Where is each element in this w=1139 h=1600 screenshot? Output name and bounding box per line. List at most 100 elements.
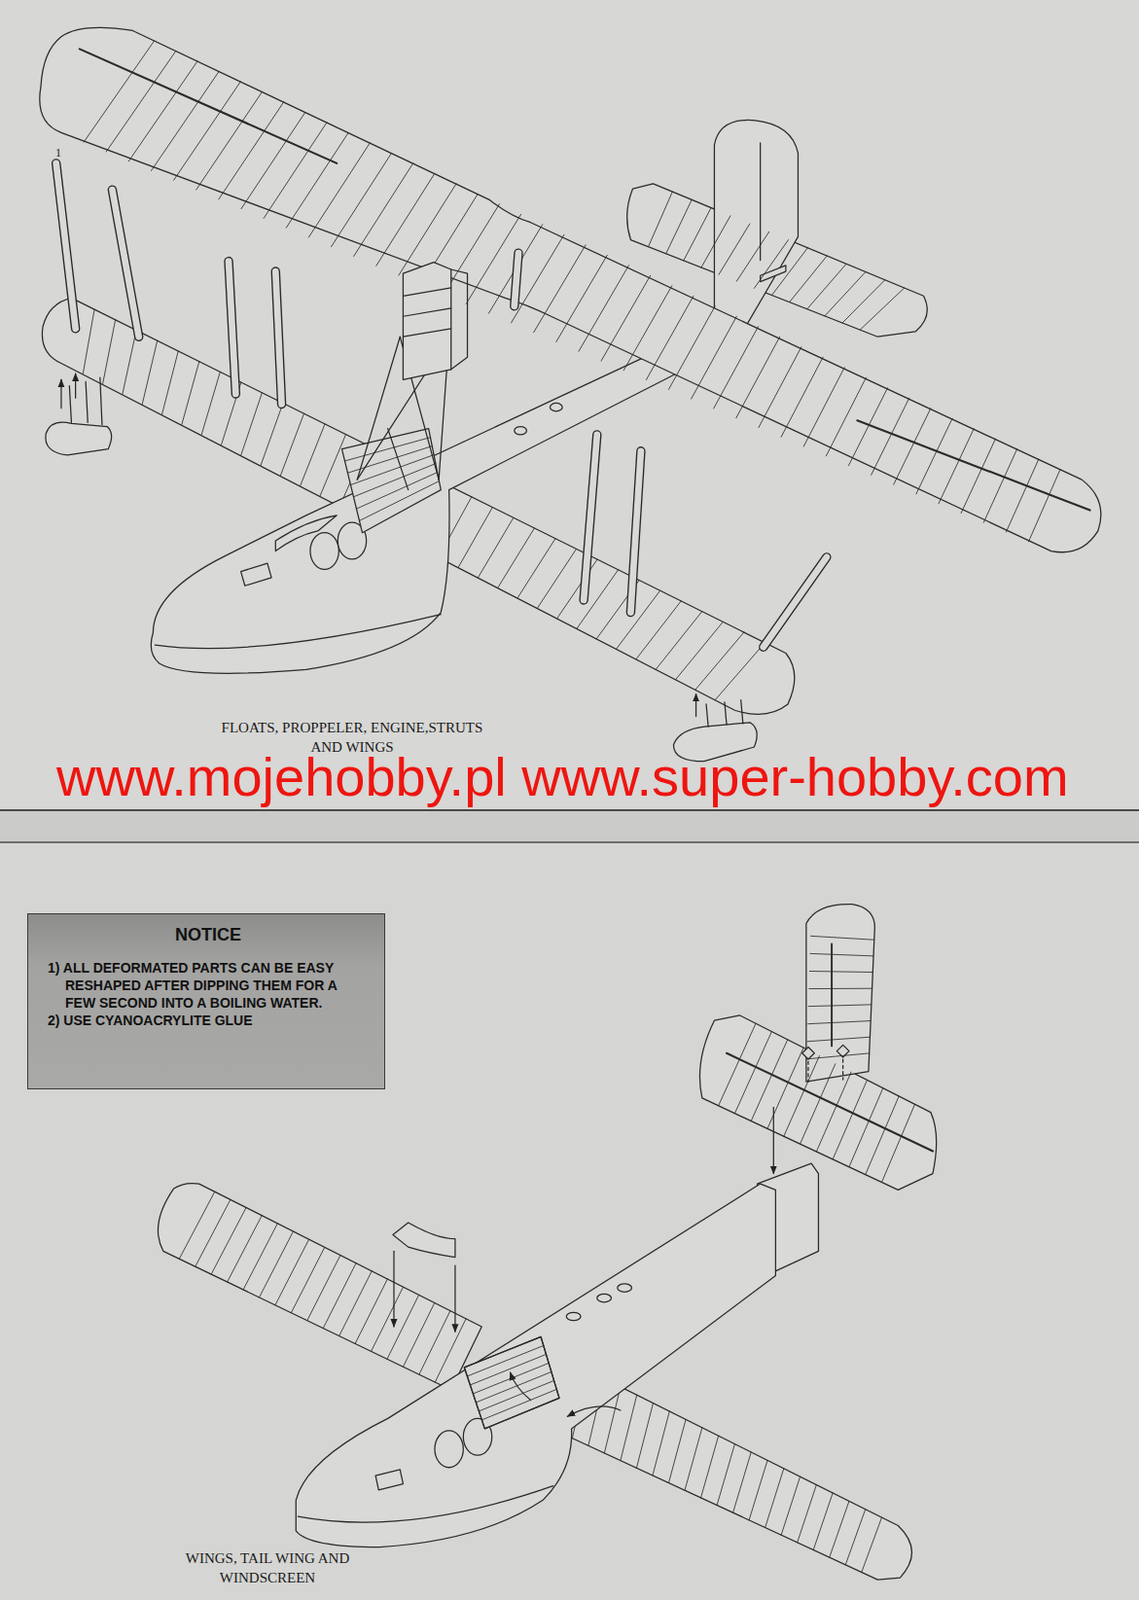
wing-rib [556, 254, 607, 342]
wing-rib [371, 1286, 404, 1352]
wing-float [69, 386, 72, 424]
watermark: www.mojehobby.pl www.super-hobby.com [56, 749, 1127, 805]
wing-rib [178, 1191, 214, 1259]
wing-strut [630, 451, 641, 613]
wing-rib [734, 1032, 772, 1114]
wing-rib [806, 1053, 869, 1060]
fuel-tank-frame [463, 1336, 560, 1428]
wing-rib [803, 367, 845, 447]
wing-float [706, 704, 709, 727]
windscreen [567, 1406, 621, 1417]
engine [402, 262, 451, 381]
windscreen [392, 1222, 621, 1417]
wing-rib [458, 507, 493, 569]
lower-wing [157, 1183, 482, 1390]
panel-frame [0, 809, 1139, 812]
wing-rib [714, 642, 765, 701]
panel-frame [0, 841, 1139, 844]
wing-rib [668, 306, 715, 391]
wing-rib [695, 632, 745, 690]
wing-strut [228, 261, 236, 394]
hull [375, 1469, 403, 1491]
wing-float [724, 702, 727, 725]
windscreen [392, 1222, 456, 1258]
wing-rib [845, 1509, 865, 1566]
wing-rib [1029, 469, 1061, 542]
wing-rib [307, 1255, 341, 1321]
hull [275, 515, 337, 552]
wing-float [45, 373, 757, 762]
wing-rib [275, 1239, 310, 1306]
wing-strut [228, 261, 236, 394]
wing-rib [636, 1403, 653, 1469]
windscreen [392, 1250, 394, 1327]
engine [356, 336, 400, 480]
wing-rib [258, 1231, 293, 1298]
wing-rib [865, 1096, 899, 1175]
wing-rib [645, 295, 694, 380]
wing-rib [652, 1411, 670, 1476]
wing-rib [106, 50, 177, 151]
wing-rib [469, 1353, 546, 1385]
upper-wing [39, 27, 1102, 552]
tail-unit [713, 119, 798, 342]
wing-rib [861, 1517, 883, 1572]
windscreen [454, 1265, 456, 1332]
tail-unit [842, 1059, 844, 1080]
wing-rib [789, 255, 828, 303]
hull [514, 427, 528, 435]
wing-rib [201, 371, 220, 435]
wing-rib [477, 517, 513, 578]
wing-rib [280, 413, 304, 476]
wing-rib [808, 1021, 871, 1025]
wing-float [60, 379, 62, 408]
wing-rib [354, 163, 414, 257]
wing-rib [813, 1493, 833, 1551]
panel-frame [0, 811, 1139, 842]
engine [451, 269, 468, 370]
hull [295, 1183, 776, 1548]
wing-strut [583, 434, 598, 601]
wing-rib [616, 590, 661, 649]
wing-rib [716, 1444, 735, 1506]
wing-rib [498, 528, 535, 588]
wing-rib [83, 40, 154, 143]
wing-rib [636, 601, 681, 660]
wing-rib [701, 215, 731, 268]
wing-rib [358, 481, 439, 522]
wing-rib [355, 472, 437, 509]
wing-strut [111, 189, 139, 337]
notice-item: 1) ALL DEFORMATED PARTS CAN BE EASY RESH… [45, 959, 371, 1012]
engine [402, 328, 451, 337]
wing-rib [376, 173, 435, 266]
wing-rib [736, 336, 781, 418]
wing-strut [275, 271, 282, 404]
hull [154, 614, 441, 649]
wing-rib [322, 1263, 356, 1329]
upper-wing [79, 48, 337, 164]
wing-rib [196, 91, 263, 190]
wing-rib [241, 392, 263, 456]
hull [310, 533, 339, 570]
wing-rib [387, 1294, 420, 1359]
wing-rib [810, 953, 874, 956]
wing-rib [218, 102, 285, 200]
wing-rib [285, 132, 349, 228]
wing-rib [882, 1103, 916, 1182]
wing-strut [56, 163, 76, 329]
wing-rib [481, 1388, 557, 1420]
wing-rib [718, 1023, 756, 1106]
wing-rib [103, 320, 116, 385]
upper-wing [856, 420, 1090, 510]
wing-rib [195, 1199, 231, 1267]
wing-rib [263, 122, 327, 218]
hull [241, 563, 272, 586]
wing-rib [402, 1302, 434, 1367]
wing-rib [832, 1079, 867, 1159]
wing-rib [578, 265, 630, 352]
wing-rib [398, 183, 457, 276]
wing-strut [514, 252, 519, 307]
wing-strut [583, 434, 598, 601]
fuel-tank-frame [463, 1336, 560, 1428]
wing-rib [466, 1345, 543, 1376]
